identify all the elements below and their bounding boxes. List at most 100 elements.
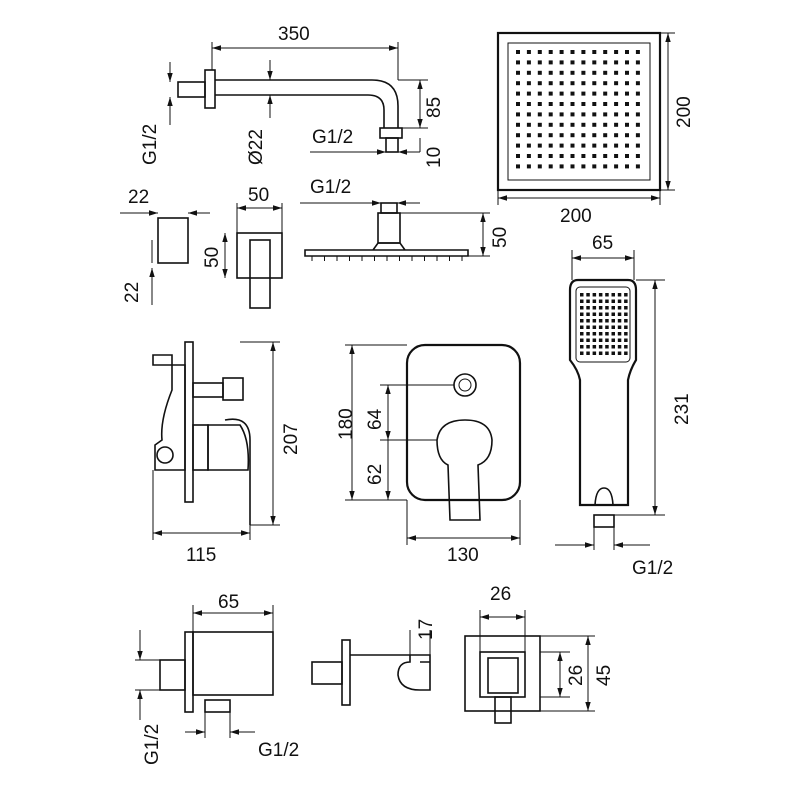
nozzle-dot bbox=[581, 60, 586, 65]
nozzle-dot bbox=[605, 319, 609, 323]
holder-height-label: 45 bbox=[594, 665, 615, 686]
mixer-side-view: 207 115 bbox=[152, 341, 302, 566]
nozzle-dot bbox=[592, 306, 597, 310]
nozzle-dot bbox=[526, 70, 531, 75]
nozzle-dot bbox=[570, 164, 575, 169]
nozzle-dot bbox=[625, 154, 629, 158]
nozzle-dot bbox=[586, 338, 590, 342]
nozzle-dot bbox=[581, 143, 586, 148]
nozzle-dot bbox=[570, 102, 575, 106]
nozzle-dot bbox=[605, 293, 609, 297]
nozzle-dot bbox=[603, 143, 608, 148]
nozzle-dot bbox=[624, 306, 628, 310]
nozzle-dot bbox=[586, 319, 590, 323]
shower-head-profile: G1/2 50 bbox=[300, 177, 511, 261]
arm-drop-label: 85 bbox=[424, 97, 445, 118]
nozzle-dot bbox=[614, 50, 619, 54]
nozzle-dot bbox=[598, 319, 603, 323]
nozzle-dot bbox=[617, 332, 622, 336]
nozzle-dot bbox=[614, 133, 619, 138]
nozzle-dot bbox=[548, 102, 553, 106]
nozzle-dot bbox=[559, 81, 564, 86]
nozzle-dot bbox=[603, 154, 608, 158]
nozzle-dot bbox=[570, 70, 575, 75]
nozzle-dot bbox=[635, 81, 640, 86]
nozzle-dot bbox=[592, 299, 597, 303]
nozzle-dot bbox=[537, 112, 542, 117]
nozzle-dot bbox=[580, 306, 584, 310]
nozzle-dot bbox=[548, 143, 553, 148]
nozzle-dot bbox=[605, 325, 609, 329]
nozzle-dot bbox=[598, 325, 603, 329]
nozzle-dot bbox=[580, 338, 584, 342]
nozzle-dot bbox=[516, 50, 520, 54]
nozzle-dot bbox=[635, 143, 640, 148]
nozzle-dot bbox=[580, 332, 584, 336]
nozzle-dot bbox=[614, 154, 619, 158]
nozzle-dot bbox=[570, 81, 575, 86]
nozzle-dot bbox=[625, 143, 629, 148]
nozzle-dot bbox=[581, 164, 586, 169]
nozzle-dot bbox=[570, 122, 575, 127]
nozzle-dot bbox=[592, 122, 597, 127]
nozzle-dot bbox=[614, 91, 619, 96]
nozzle-dot bbox=[635, 112, 640, 117]
nozzle-dot bbox=[592, 50, 597, 54]
nozzle-dot bbox=[603, 164, 608, 169]
nozzle-dot bbox=[570, 60, 575, 65]
nozzle-dot bbox=[603, 122, 608, 127]
arm-diameter-label: Ø22 bbox=[246, 129, 267, 165]
nozzle-dot bbox=[592, 345, 597, 349]
profile-connection-label: G1/2 bbox=[310, 177, 351, 198]
nozzle-dot bbox=[586, 299, 590, 303]
nozzle-dot bbox=[592, 332, 597, 336]
nozzle-dot bbox=[586, 306, 590, 310]
nozzle-dot bbox=[603, 112, 608, 117]
nozzle-dot bbox=[592, 164, 597, 169]
nozzle-dot bbox=[603, 102, 608, 106]
nozzle-dot bbox=[617, 319, 622, 323]
nozzle-dot bbox=[526, 112, 531, 117]
nozzle-grid bbox=[516, 50, 640, 169]
nozzle-dot bbox=[592, 70, 597, 75]
nozzle-dot bbox=[624, 351, 628, 355]
nozzle-dot bbox=[611, 325, 615, 329]
mixer-front-view: 180 64 62 130 bbox=[336, 343, 522, 566]
front-width-label: 130 bbox=[447, 545, 479, 566]
nozzle-dot bbox=[581, 70, 586, 75]
nozzle-dot bbox=[624, 325, 628, 329]
nozzle-dot bbox=[570, 133, 575, 138]
nozzle-dot bbox=[624, 332, 628, 336]
drip-marks bbox=[311, 256, 463, 261]
nozzle-dot bbox=[592, 312, 597, 316]
nozzle-dot bbox=[598, 345, 603, 349]
nozzle-dot bbox=[603, 91, 608, 96]
shower-arm: 350 G1/2 Ø22 G1/2 85 10 bbox=[140, 24, 445, 168]
nozzle-dot bbox=[635, 91, 640, 96]
nozzle-dot bbox=[592, 143, 597, 148]
nozzle-dot bbox=[603, 81, 608, 86]
nozzle-dot bbox=[537, 154, 542, 158]
nozzle-dot bbox=[516, 102, 520, 106]
nozzle-dot bbox=[598, 338, 603, 342]
shower-head-plate: 200 200 bbox=[496, 31, 695, 227]
nozzle-dot bbox=[580, 319, 584, 323]
nozzle-dot bbox=[537, 143, 542, 148]
nozzle-dot bbox=[548, 81, 553, 86]
nozzle-dot bbox=[581, 122, 586, 127]
nozzle-dot bbox=[611, 299, 615, 303]
knob-part: 22 22 bbox=[120, 187, 210, 305]
nozzle-dot bbox=[526, 164, 531, 169]
nozzle-dot bbox=[592, 112, 597, 117]
nozzle-dot bbox=[526, 143, 531, 148]
nozzle-dot bbox=[625, 91, 629, 96]
nozzle-dot bbox=[605, 338, 609, 342]
nozzle-dot bbox=[548, 60, 553, 65]
holder-width-label: 26 bbox=[490, 584, 511, 605]
nozzle-dot bbox=[570, 154, 575, 158]
nozzle-dot bbox=[603, 133, 608, 138]
nozzle-dot bbox=[605, 332, 609, 336]
nozzle-dot bbox=[580, 325, 584, 329]
nozzle-dot bbox=[516, 91, 520, 96]
